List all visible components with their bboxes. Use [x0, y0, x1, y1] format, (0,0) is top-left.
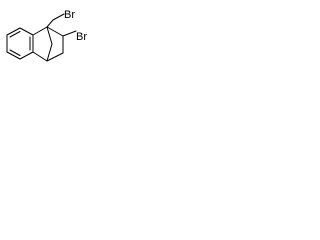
bond-ring-2 [19, 27, 34, 36]
bond-bridge-up [46, 19, 54, 28]
atom-label-top-bromine: Br [64, 9, 75, 21]
bond-rear-bridge-2 [46, 43, 53, 62]
bond-ring-1 [6, 27, 21, 36]
double-bond-inner-1 [9, 31, 21, 38]
bond-rear-bridge-1 [46, 26, 53, 45]
atom-label-right-bromine: Br [76, 31, 87, 43]
bond-ring-4 [19, 51, 34, 60]
bond-top-bridgehead [32, 26, 48, 36]
bond-to-right-bromine [62, 30, 77, 37]
double-bond-inner-3 [9, 49, 21, 56]
bond-to-top-bromine [52, 13, 65, 21]
bond-c2-bridge-bottom [46, 52, 64, 62]
benzene-ring [6, 27, 34, 60]
bicyclic-framework [32, 13, 77, 62]
molecular-structure-diagram: Br Br [6, 9, 87, 62]
bond-c2-bridge-top [46, 26, 64, 37]
bond-ring-5 [6, 51, 21, 60]
bond-bottom-bridgehead [32, 51, 48, 62]
